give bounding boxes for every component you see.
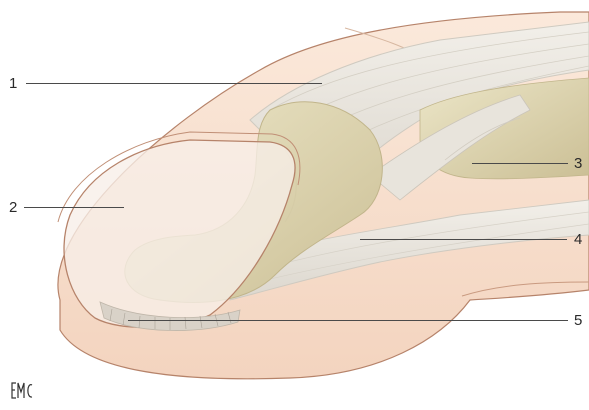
leader-line-1 <box>26 83 322 84</box>
label-5: 5 <box>574 313 582 328</box>
leader-line-3 <box>472 163 568 164</box>
leader-line-4 <box>360 239 567 240</box>
label-4: 4 <box>574 232 582 247</box>
label-3: 3 <box>574 156 582 171</box>
label-2: 2 <box>9 200 17 215</box>
emc-logo <box>12 383 32 398</box>
leader-line-2 <box>24 207 124 208</box>
label-1: 1 <box>9 76 17 91</box>
leader-line-5 <box>128 320 568 321</box>
